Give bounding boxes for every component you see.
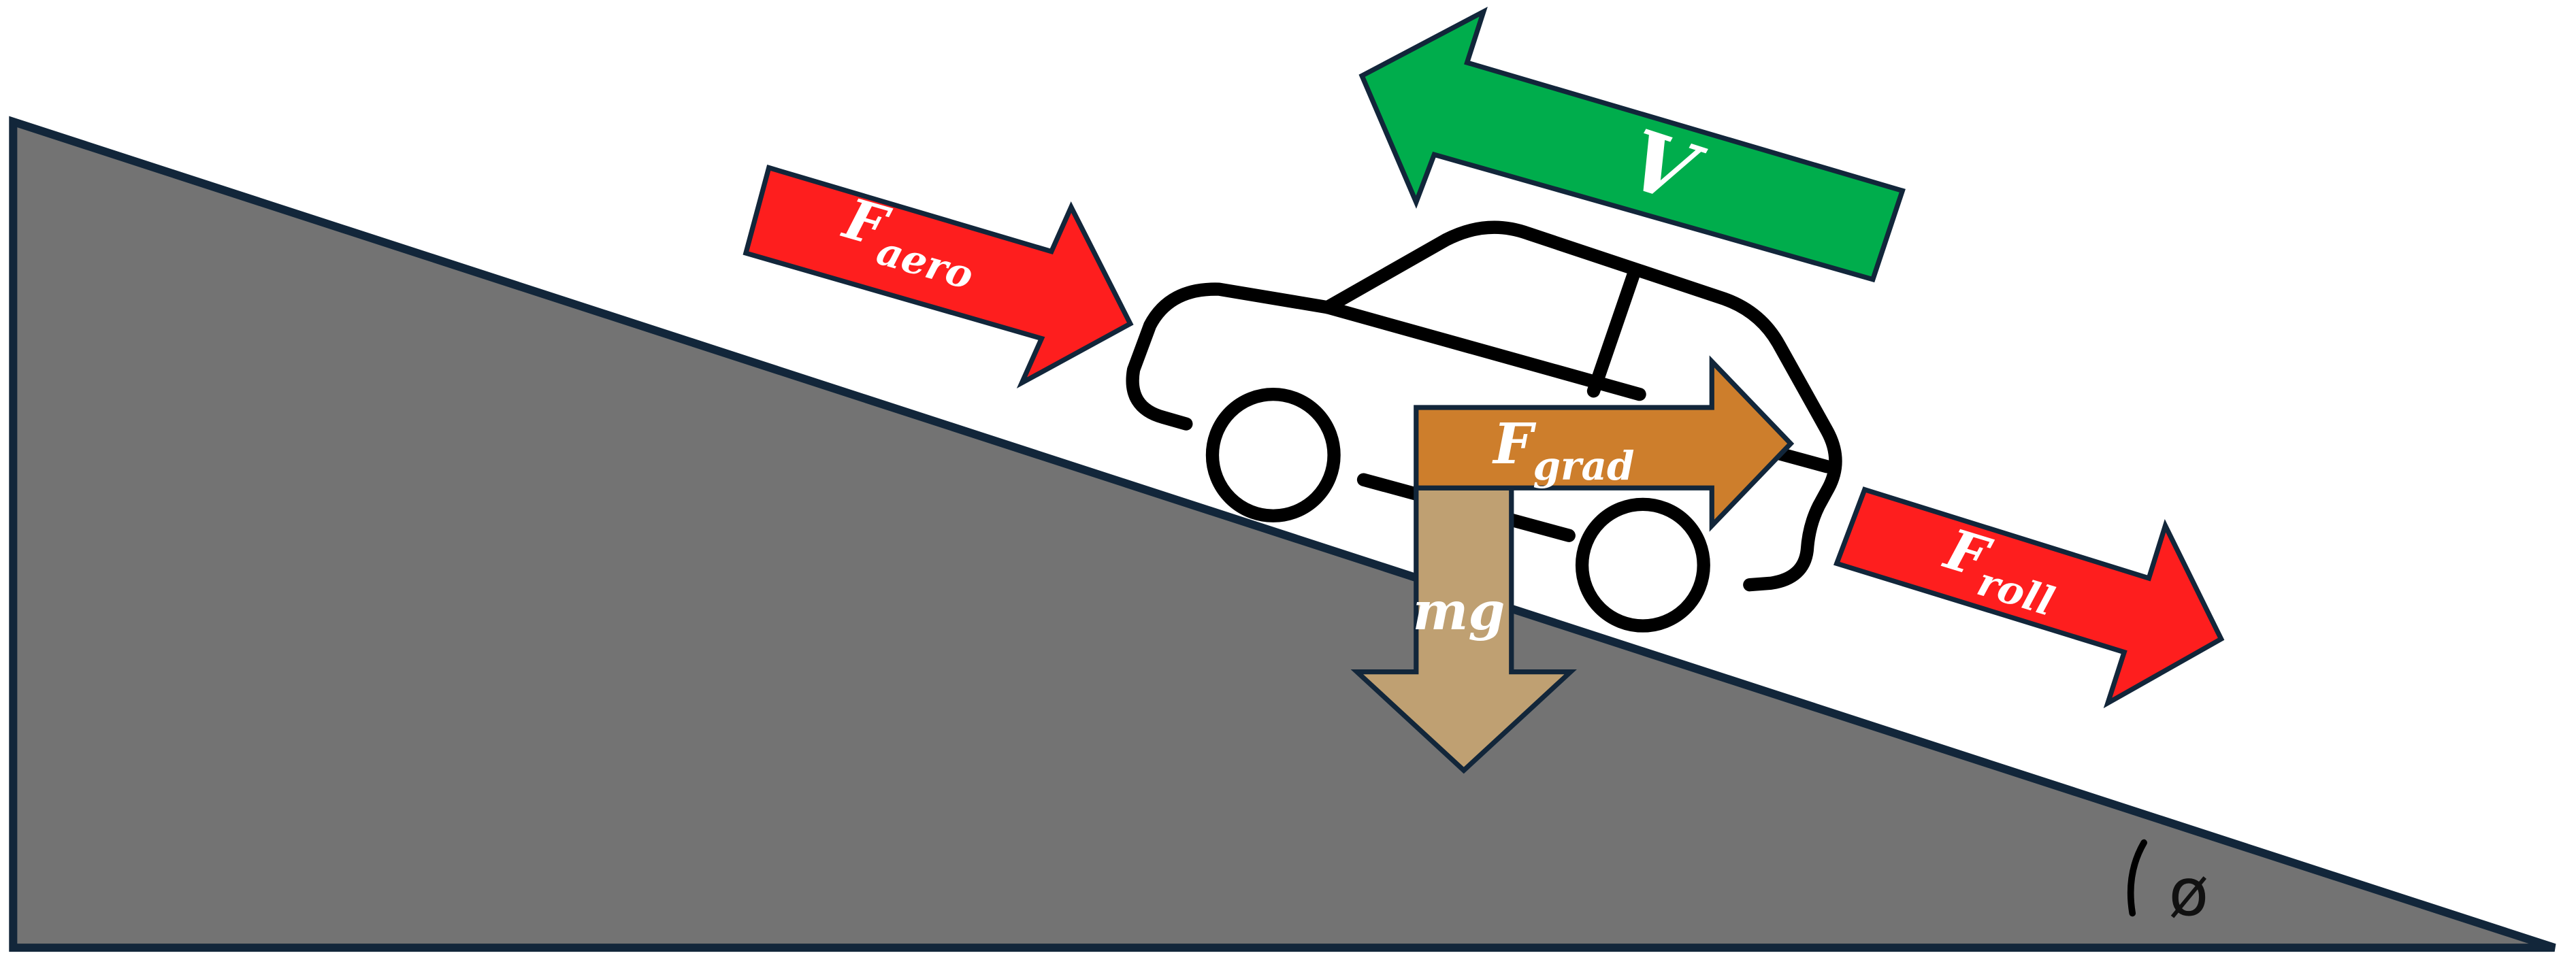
angle-arc xyxy=(2127,839,2147,917)
weight-arrow: mg xyxy=(1350,485,1577,774)
inclined-slope xyxy=(9,116,2556,952)
rolling-force-arrow: Froll xyxy=(1833,486,2225,709)
angle-marker: ø xyxy=(2127,839,2208,931)
gradient-force-symbol: F xyxy=(1492,412,1537,477)
weight-label: mg xyxy=(1413,580,1505,642)
gradient-force-label: Fgrad xyxy=(1492,412,1634,489)
car-roof-outline xyxy=(1320,220,1842,592)
car-window-line xyxy=(1320,301,1646,401)
gradient-force-subscript: grad xyxy=(1533,443,1635,489)
car-front-wheel xyxy=(1575,497,1710,633)
gradient-force-arrow: Fgrad xyxy=(1414,355,1795,532)
aero-force-arrow: Faero xyxy=(743,165,1134,389)
angle-label: ø xyxy=(2168,854,2208,931)
car-body-outline xyxy=(1126,282,1335,431)
velocity-arrow: V xyxy=(1358,6,1906,283)
car-pillar-line xyxy=(1586,269,1640,398)
car-rear-wheel xyxy=(1205,387,1341,522)
